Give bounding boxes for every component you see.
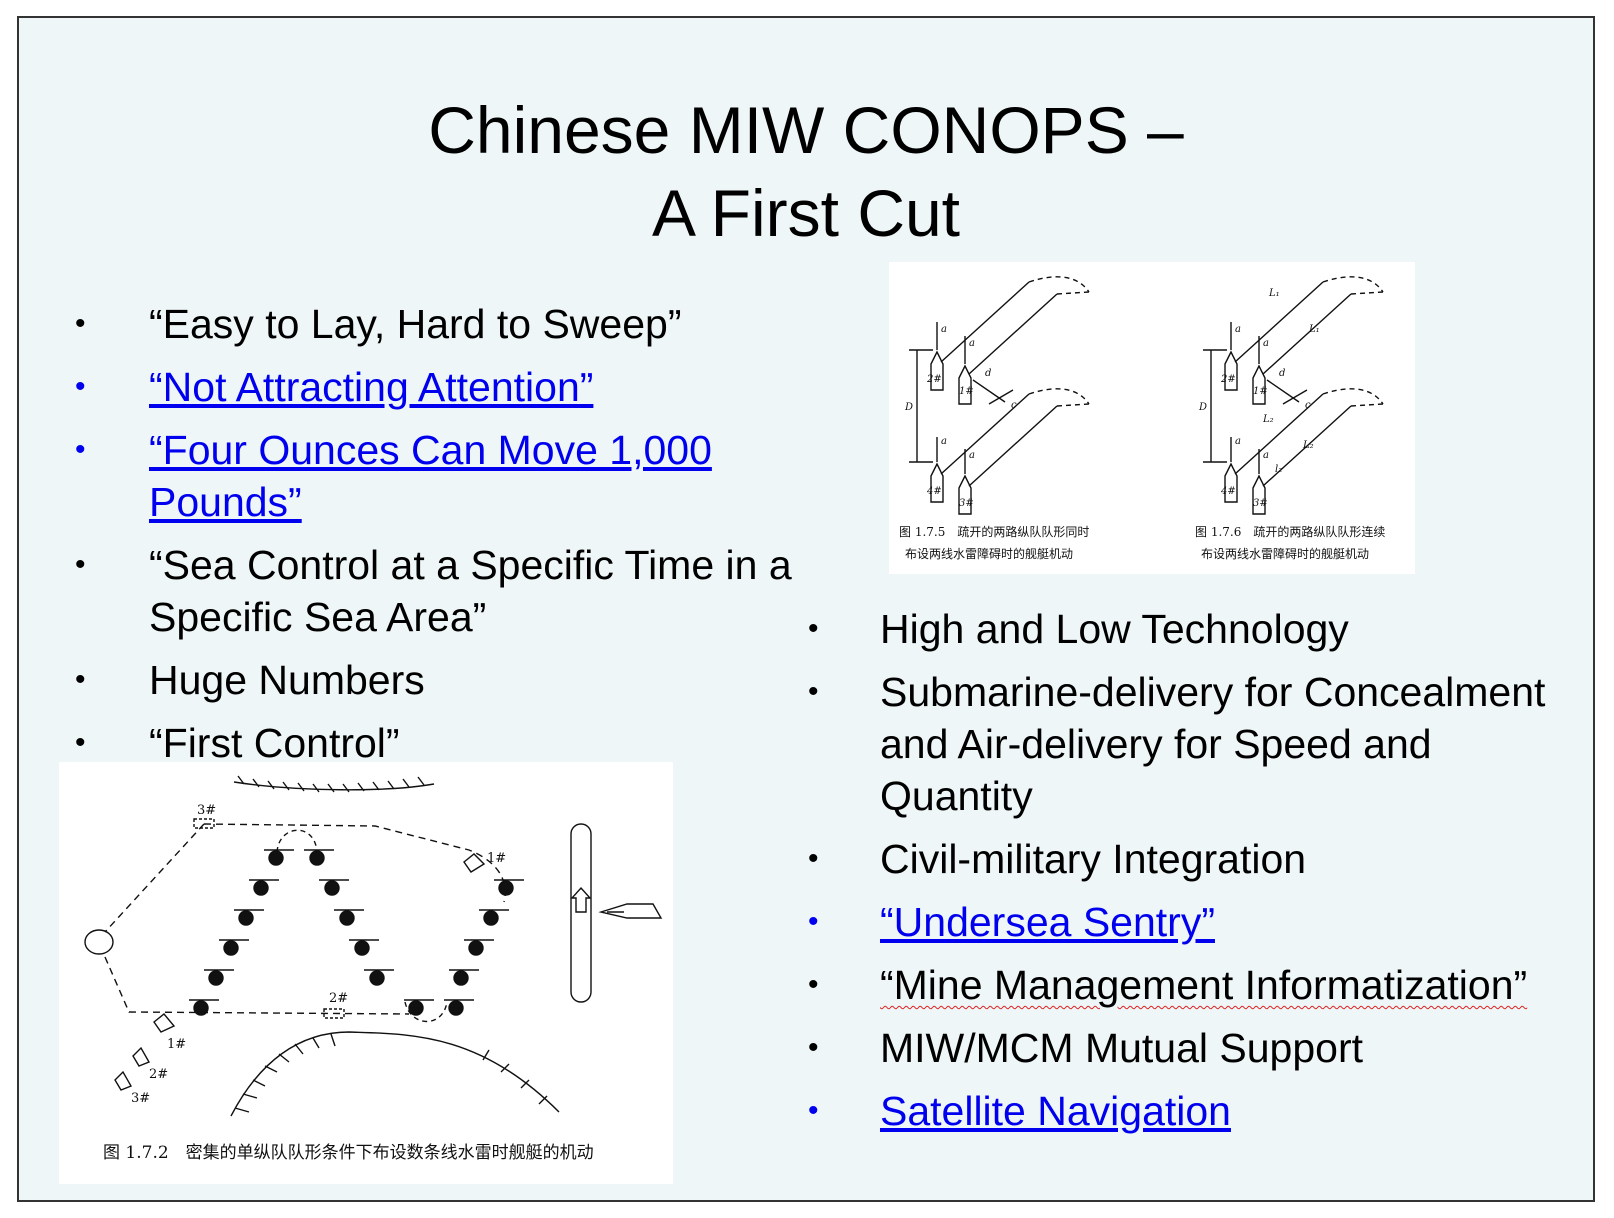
ship-outline (153, 1013, 176, 1033)
racetrack-shape (570, 823, 592, 1003)
figure-caption: 布设两线水雷障碍时的舰艇机动 (1201, 546, 1369, 561)
coastline-bottom (230, 1031, 560, 1117)
formation-diagram-svg: 2# 1# 4# 3# a a a a d c D 2# 1# 4# 3# a … (899, 276, 1385, 561)
bullet-dot: • (75, 548, 86, 581)
bullet-dot: • (75, 433, 86, 466)
letter-label: a (1263, 338, 1269, 349)
coastline-top (233, 781, 435, 791)
letter-label: a (941, 436, 947, 447)
formation-diagram-image: 2# 1# 4# 3# a a a a d c D 2# 1# 4# 3# a … (889, 262, 1415, 574)
bullet-dot: • (808, 968, 819, 1001)
bullet-dot: • (808, 1094, 819, 1127)
ship-label: 3# (131, 1091, 150, 1106)
figure-caption: 布设两线水雷障碍时的舰艇机动 (905, 546, 1073, 561)
link-undersea-sentry[interactable]: •“Undersea Sentry” (808, 896, 1588, 948)
ship-outline (193, 818, 215, 829)
letter-label: c (1305, 400, 1311, 411)
letter-label: D (904, 402, 913, 413)
bullet-first-control: •“First Control” (75, 717, 815, 769)
bullet-miw-mcm: •MIW/MCM Mutual Support (808, 1022, 1588, 1074)
letter-label: a (969, 338, 975, 349)
right-bullet-list: •High and Low Technology •Submarine-deli… (808, 603, 1588, 1148)
bullet-huge-numbers: •Huge Numbers (75, 654, 815, 706)
bullet-dot: • (808, 675, 819, 708)
ship-label: 2# (1220, 374, 1236, 385)
ship-label: 1# (1253, 386, 1268, 397)
ship-label: 4# (926, 486, 942, 497)
letter-label: L₁ (1268, 288, 1280, 299)
ship-outline (114, 1070, 133, 1091)
figure-caption: 图 1.7.5 疏开的两路纵队队形同时 (899, 524, 1089, 539)
bullet-civil-military: •Civil-military Integration (808, 833, 1588, 885)
letter-label: a (941, 324, 947, 335)
letter-label: a (1235, 436, 1241, 447)
link-not-attracting-attention[interactable]: •“Not Attracting Attention” (75, 361, 815, 413)
letter-label: L₁ (1308, 324, 1320, 335)
letter-label: a (1263, 450, 1269, 461)
bullet-dot: • (75, 726, 86, 759)
bullet-submarine-delivery: •Submarine-delivery for Concealment and … (808, 666, 1588, 822)
letter-label: L₂ (1262, 414, 1274, 425)
figure-caption: 图 1.7.2 密集的单纵队队形条件下布设数条线水雷时舰艇的机动 (103, 1143, 594, 1163)
letter-label: l₂ (1275, 464, 1282, 475)
ship-label: 3# (1253, 498, 1268, 509)
bullet-easy-to-lay: •“Easy to Lay, Hard to Sweep” (75, 298, 815, 350)
panel-1-7-6 (1203, 276, 1384, 515)
link-four-ounces[interactable]: •“Four Ounces Can Move 1,000 Pounds” (75, 424, 815, 528)
ship-outline (132, 1046, 151, 1067)
ship-label: 2# (926, 374, 942, 385)
bullet-mine-management: • “Mine Management Informatization” (808, 959, 1588, 1011)
link-satellite-navigation[interactable]: •Satellite Navigation (808, 1085, 1588, 1137)
bullet-dot: • (808, 842, 819, 875)
ship-label: 4# (1220, 486, 1236, 497)
bullet-sea-control: •“Sea Control at a Specific Time in a Sp… (75, 539, 815, 643)
turn-circle (84, 929, 114, 955)
ship-label: 1# (167, 1037, 186, 1052)
ship-label: 1# (959, 386, 974, 397)
left-bullet-list: •“Easy to Lay, Hard to Sweep” •“Not Attr… (75, 298, 815, 780)
bullet-dot: • (808, 905, 819, 938)
spellcheck-underlined-text: “Mine Management Informatization” (880, 962, 1528, 1008)
ship-track (203, 823, 506, 903)
ship-label: 1# (487, 851, 506, 866)
bullet-dot: • (808, 1031, 819, 1064)
slide-title-line-2: A First Cut (651, 176, 961, 250)
panel-1-7-5 (909, 276, 1090, 515)
slide: Chinese MIW CONOPS – A First Cut •“Easy … (17, 16, 1595, 1202)
letter-label: c (1011, 400, 1017, 411)
letter-label: d (1279, 368, 1285, 379)
ship-label: 2# (329, 991, 348, 1006)
ship-outline (463, 853, 486, 873)
figure-caption: 图 1.7.6 疏开的两路纵队队形连续 (1195, 524, 1385, 539)
ship-label: 3# (197, 803, 216, 818)
ship-label: 3# (959, 498, 974, 509)
bullet-high-low-tech: •High and Low Technology (808, 603, 1588, 655)
bullet-dot: • (75, 663, 86, 696)
bullet-dot: • (75, 307, 86, 340)
letter-label: a (1235, 324, 1241, 335)
ship-outline (323, 1008, 345, 1019)
letter-label: D (1198, 402, 1207, 413)
bullet-dot: • (75, 370, 86, 403)
ship-label: 2# (149, 1067, 168, 1082)
bullet-dot: • (808, 612, 819, 645)
minelaying-maneuver-image: 3# 1# 2# 1# 2# 3# 图 1.7.2 密集的单纵队队形条件下布设数… (59, 762, 673, 1184)
minelaying-maneuver-svg: 3# 1# 2# 1# 2# 3# 图 1.7.2 密集的单纵队队形条件下布设数… (84, 775, 663, 1163)
mine-lines (189, 849, 524, 1016)
letter-label: d (985, 368, 991, 379)
letter-label: L₂ (1302, 440, 1314, 451)
letter-label: a (969, 450, 975, 461)
slide-title-line-1: Chinese MIW CONOPS – (428, 93, 1184, 167)
ship-outline (598, 903, 663, 919)
